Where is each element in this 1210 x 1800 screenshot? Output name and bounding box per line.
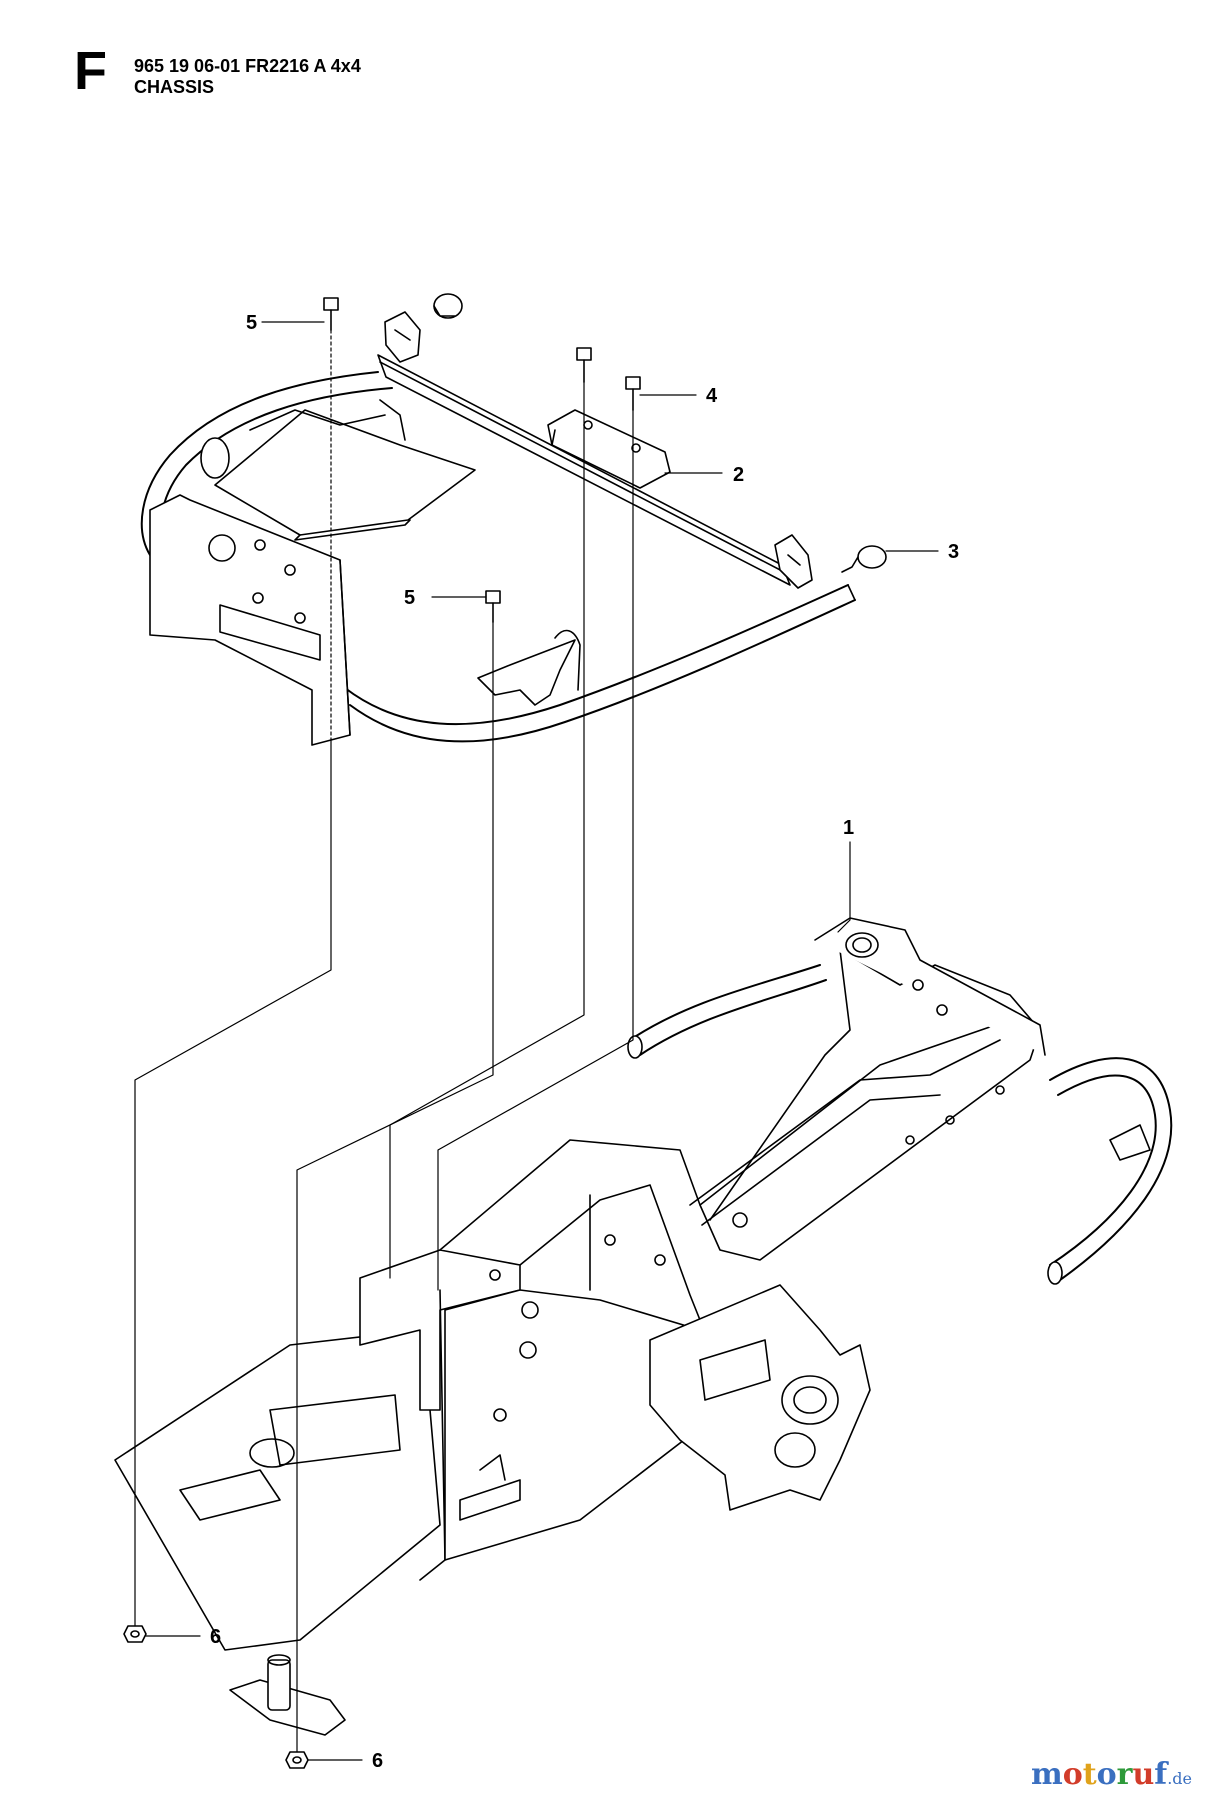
diagram-header: 965 19 06-01 FR2216 A 4x4 CHASSIS: [134, 56, 361, 98]
watermark-letter: f: [1154, 1757, 1168, 1792]
nut-6-bottom: [285, 1751, 309, 1769]
watermark-letter: m: [1031, 1757, 1063, 1792]
model-line: 965 19 06-01 FR2216 A 4x4: [134, 56, 361, 76]
nut-6-left: [123, 1625, 147, 1643]
watermark-letter: o: [1062, 1757, 1083, 1792]
callout-labels: 5 4 2 3 5 1 6 6: [210, 312, 959, 1772]
bolt-pad: [576, 347, 592, 383]
callout-6-bottom: 6: [372, 1750, 383, 1772]
callout-6-left: 6: [210, 1626, 221, 1648]
diagram-title: CHASSIS: [134, 77, 215, 97]
watermark-letter: o: [1096, 1757, 1117, 1792]
bolt-5-upper: [323, 297, 339, 331]
seat-bracket-assembly: [140, 293, 887, 746]
callout-5-upper: 5: [246, 312, 257, 334]
section-letter: F: [74, 41, 107, 101]
callout-3: 3: [948, 541, 959, 563]
hardware-parts: [123, 297, 641, 1769]
watermark-logo: motoruf.de: [1031, 1757, 1192, 1792]
callout-4: 4: [706, 385, 718, 407]
callout-5-lower: 5: [404, 587, 415, 609]
chassis-frame: [114, 917, 1173, 1736]
bolt-4: [625, 376, 641, 411]
watermark-letter: u: [1132, 1757, 1155, 1792]
callout-2: 2: [733, 464, 744, 486]
bolt-5-lower: [485, 590, 501, 623]
callout-leaders: [145, 321, 939, 1761]
callout-1: 1: [843, 817, 854, 839]
watermark-letter: t: [1082, 1757, 1097, 1792]
watermark-letter: r: [1116, 1757, 1133, 1792]
watermark-suffix: .de: [1167, 1769, 1192, 1788]
assembly-lines: [134, 329, 634, 1753]
